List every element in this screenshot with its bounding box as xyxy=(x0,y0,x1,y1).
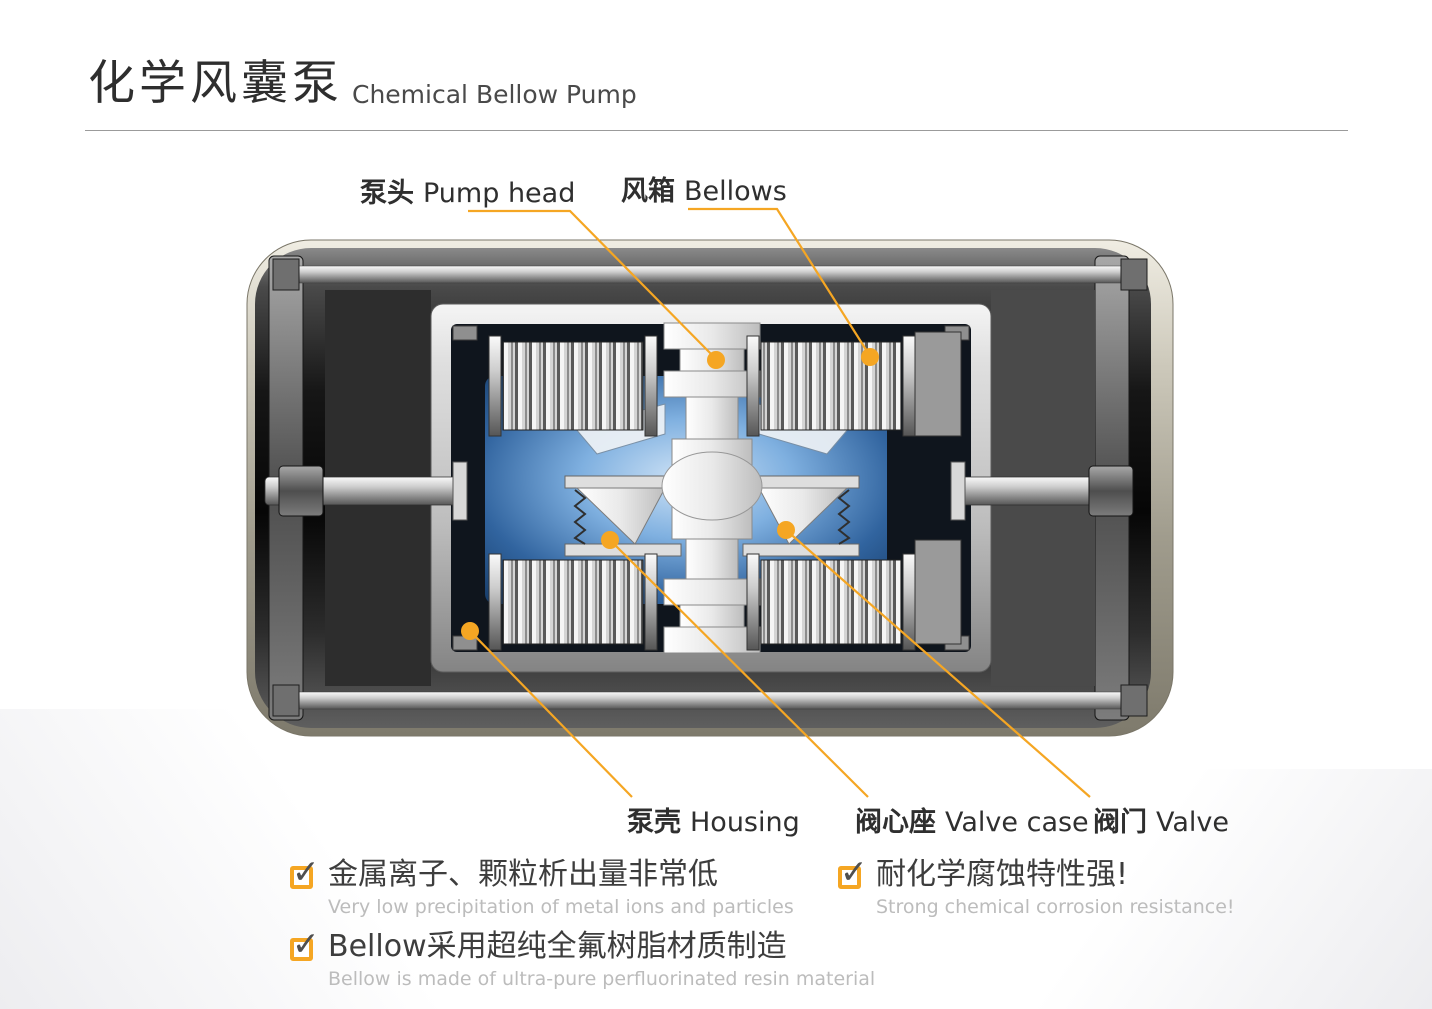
feature-en: Very low precipitation of metal ions and… xyxy=(328,895,794,918)
callout-pump-head-zh: 泵头 xyxy=(360,178,414,209)
bellows-flange xyxy=(902,335,916,437)
page-title: 化学风囊泵 xyxy=(88,56,343,111)
callout-pump-head-en: Pump head xyxy=(423,178,576,209)
right-inner-plate-top xyxy=(914,331,962,437)
feature-zh: Bellow采用超纯全氟树脂材质制造 xyxy=(328,929,787,964)
feature-text: 耐化学腐蚀特性强! Strong chemical corrosion resi… xyxy=(876,856,1235,918)
bellows-lower-right xyxy=(760,559,902,645)
valve-spring xyxy=(573,489,587,545)
valve-cone xyxy=(575,487,666,545)
tie-rod-top xyxy=(284,265,1136,284)
bellows-flange xyxy=(746,553,760,651)
page-subtitle: Chemical Bellow Pump xyxy=(352,80,637,109)
callout-valve-en: Valve xyxy=(1156,807,1230,838)
tie-rod-top-nut-left xyxy=(272,258,300,291)
feature-zh: 耐化学腐蚀特性强! xyxy=(876,857,1129,892)
feature-corrosion: ✓ 耐化学腐蚀特性强! Strong chemical corrosion re… xyxy=(838,855,1235,918)
callout-bellows-zh: 风箱 xyxy=(621,176,675,207)
callout-housing: 泵壳 Housing xyxy=(627,800,800,839)
valve-case-plate xyxy=(564,543,682,557)
bellows-flange xyxy=(746,335,760,437)
check-icon: ✓ xyxy=(840,852,868,891)
pump-diagram xyxy=(246,239,1174,737)
bracket-top-left xyxy=(452,325,478,341)
callout-housing-zh: 泵壳 xyxy=(627,807,681,838)
callout-bellows: 风箱 Bellows xyxy=(621,169,787,208)
check-icon: ✓ xyxy=(292,924,320,963)
feature-en: Bellow is made of ultra-pure perfluorina… xyxy=(328,967,876,990)
callout-valve-case: 阀心座 Valve case xyxy=(855,800,1089,839)
tie-rod-bottom-nut-right xyxy=(1120,684,1148,717)
header-divider xyxy=(85,130,1348,131)
checkbox-icon: ✓ xyxy=(838,855,868,889)
valve-ball xyxy=(661,451,763,521)
bellows-lower-left xyxy=(502,559,644,645)
bellows-flange xyxy=(644,335,658,437)
shaft-nut-right xyxy=(1088,465,1134,517)
checkbox-icon: ✓ xyxy=(290,927,320,961)
callout-bellows-en: Bellows xyxy=(684,176,787,207)
callout-valve: 阀门 Valve xyxy=(1093,800,1229,839)
bellows-upper-left xyxy=(502,341,644,431)
callout-housing-en: Housing xyxy=(690,807,800,838)
feature-en: Strong chemical corrosion resistance! xyxy=(876,895,1235,918)
feature-text: 金属离子、颗粒析出量非常低 Very low precipitation of … xyxy=(328,856,794,918)
callout-valve-case-en: Valve case xyxy=(945,807,1089,838)
feature-bellow-material: ✓ Bellow采用超纯全氟树脂材质制造 Bellow is made of u… xyxy=(290,927,875,990)
valve-case-plate xyxy=(742,543,860,557)
feature-zh: 金属离子、颗粒析出量非常低 xyxy=(328,857,718,892)
shaft-nut-left xyxy=(278,465,324,517)
bellows-upper-right xyxy=(760,341,902,431)
callout-valve-case-zh: 阀心座 xyxy=(855,807,936,838)
tie-rod-bottom-nut-left xyxy=(272,684,300,717)
callout-valve-zh: 阀门 xyxy=(1093,807,1147,838)
checkbox-icon: ✓ xyxy=(290,855,320,889)
right-inner-plate-bottom xyxy=(914,539,962,645)
shaft-collar-left xyxy=(452,461,468,521)
bellows-flange xyxy=(644,553,658,651)
valve-cone xyxy=(758,487,849,545)
bellows-flange xyxy=(902,553,916,651)
callout-pump-head: 泵头 Pump head xyxy=(360,171,575,210)
bellows-flange xyxy=(488,553,502,651)
tie-rod-top-nut-right xyxy=(1120,258,1148,291)
feature-text: Bellow采用超纯全氟树脂材质制造 Bellow is made of ult… xyxy=(328,928,875,990)
background-shade-right xyxy=(872,769,1432,1009)
bellows-flange xyxy=(488,335,502,437)
check-icon: ✓ xyxy=(292,852,320,891)
tie-rod-bottom xyxy=(284,691,1136,710)
shaft-collar-right xyxy=(950,461,966,521)
bracket-bottom-left xyxy=(452,635,478,651)
feature-metal-ions: ✓ 金属离子、颗粒析出量非常低 Very low precipitation o… xyxy=(290,855,794,918)
